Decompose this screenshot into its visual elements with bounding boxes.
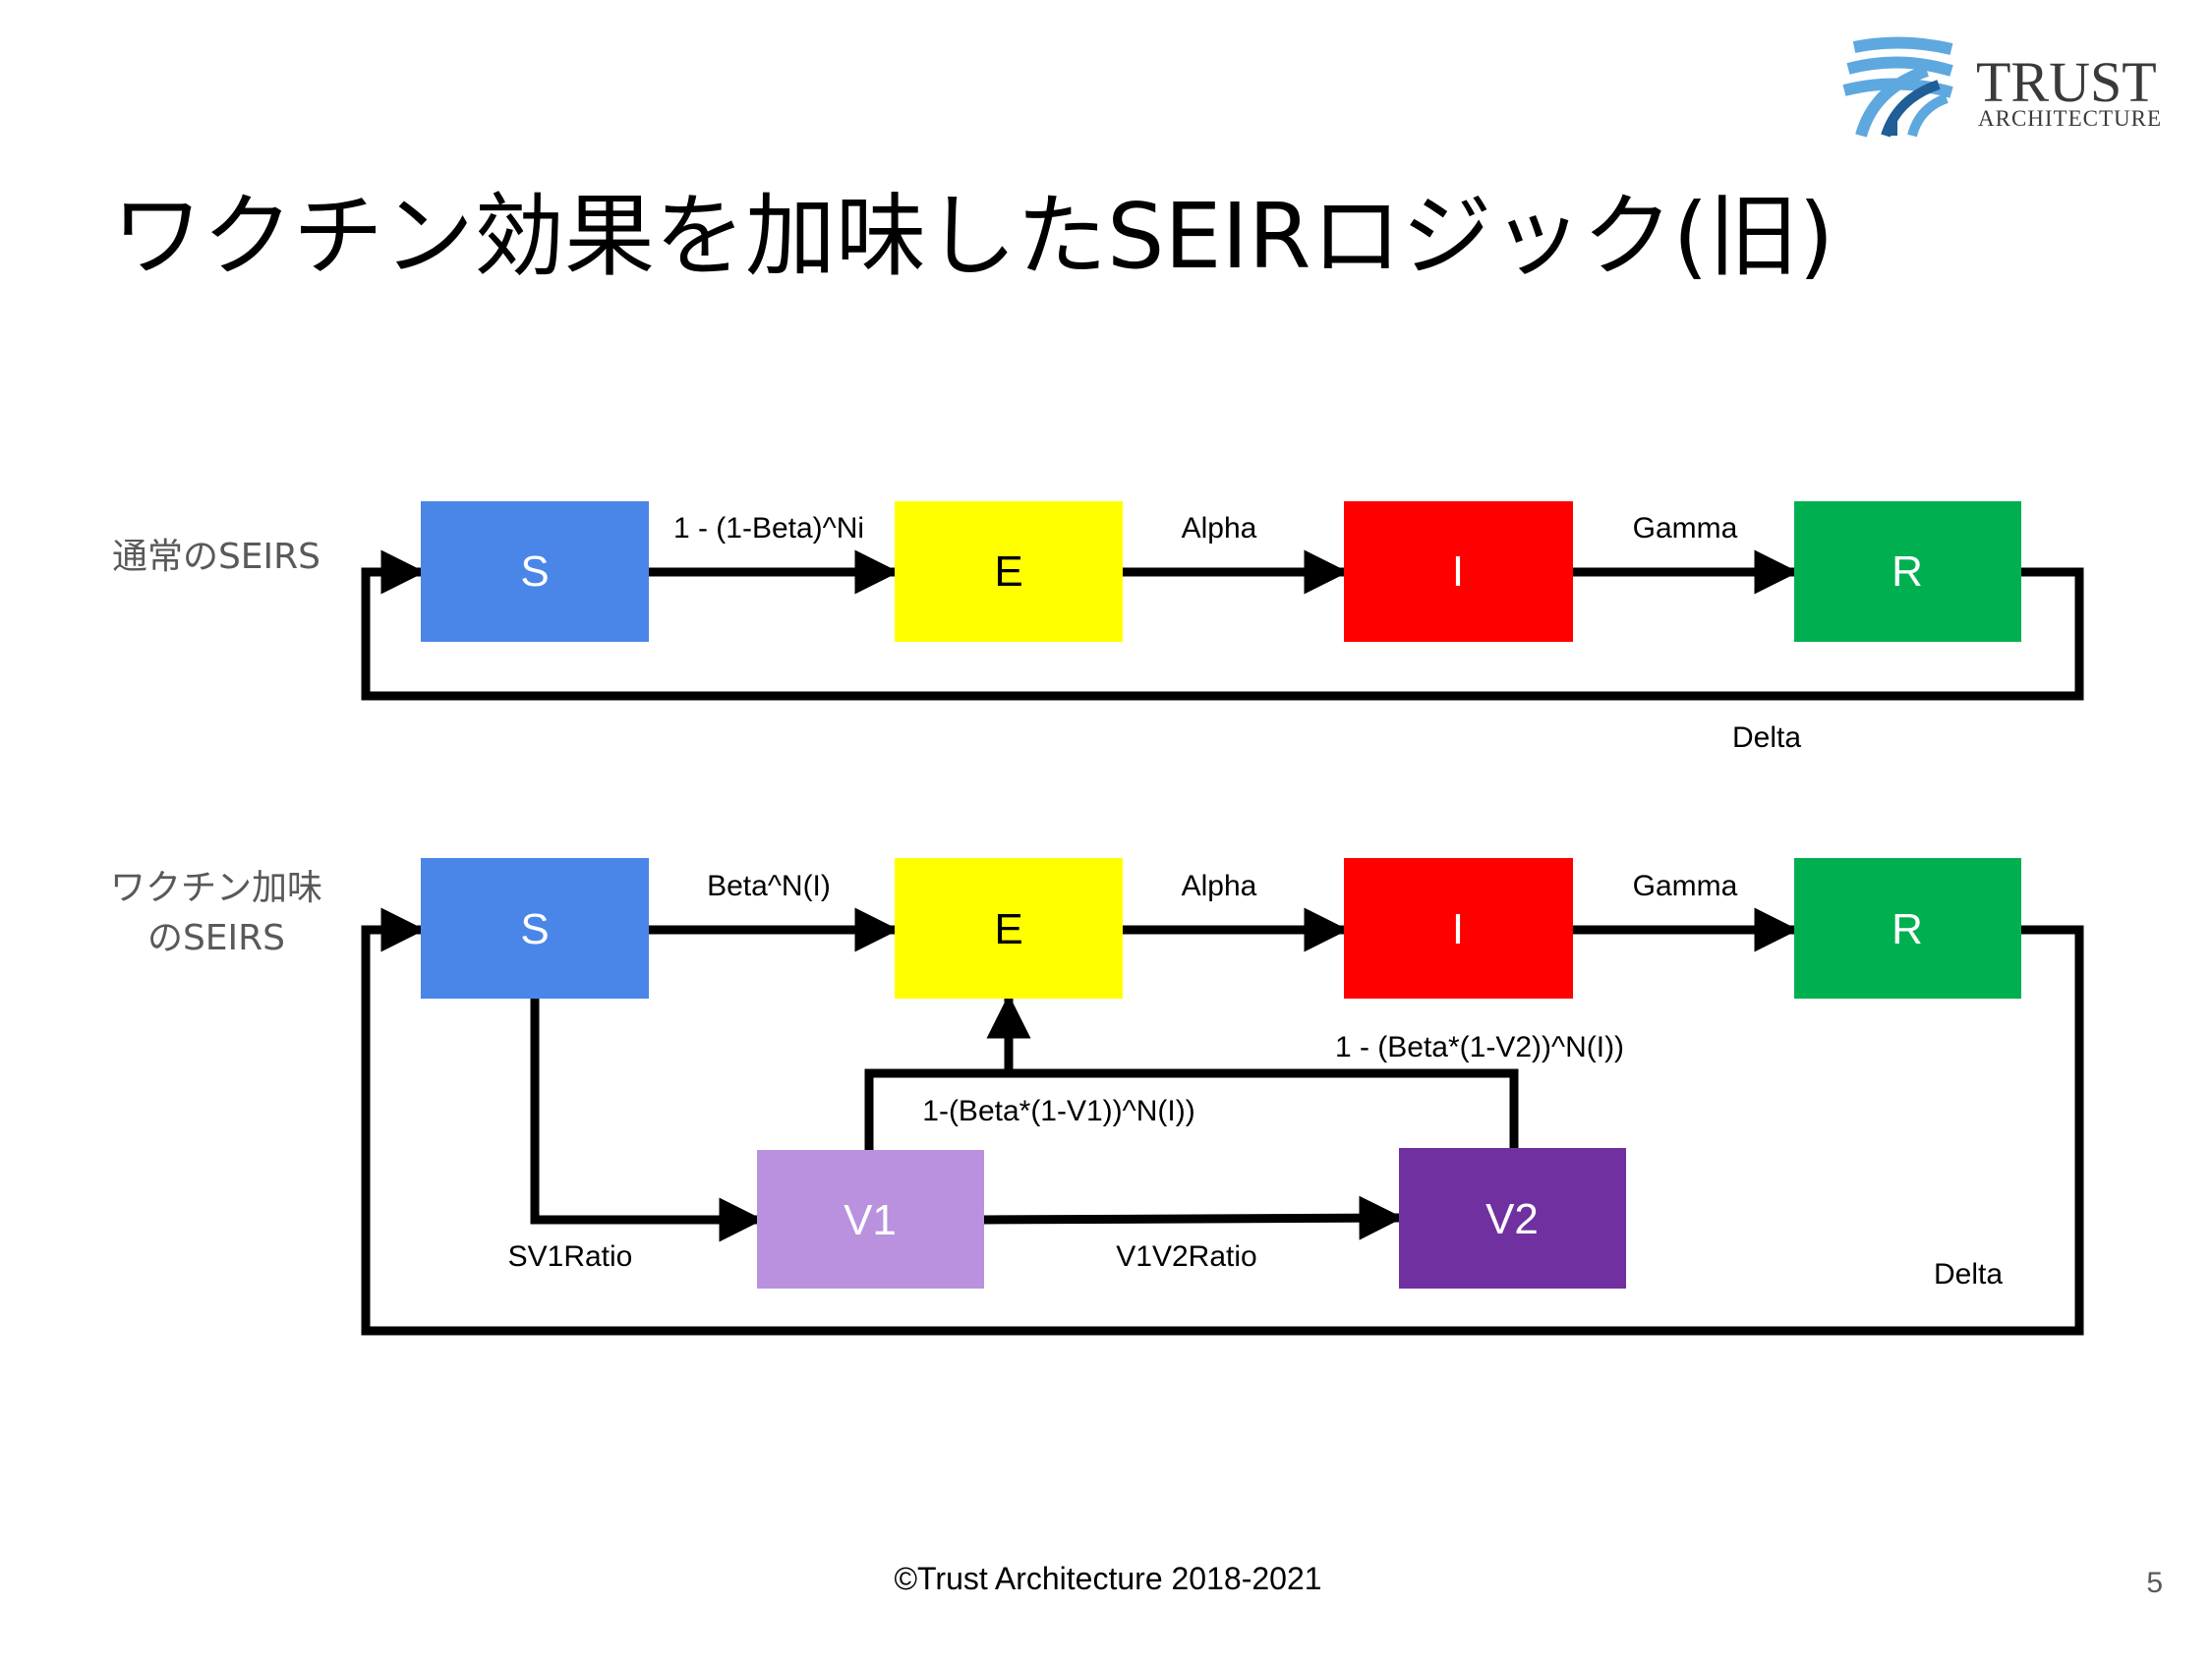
top-node-s-label: S [520, 547, 549, 596]
top-edge-label-e-i: Alpha [1182, 512, 1257, 545]
bottom-node-r-label: R [1892, 905, 1923, 953]
top-node-s: S [421, 501, 649, 642]
top-node-e: E [895, 501, 1123, 642]
bottom-node-v2-label: V2 [1485, 1195, 1539, 1243]
top-arrow-r-s-loop [361, 549, 2084, 701]
page-title: ワクチン効果を加味したSEIRロジック(旧) [112, 184, 1834, 289]
bottom-arrow-r-s-loop [361, 907, 2084, 1336]
top-edge-label-r-s: Delta [1732, 721, 1801, 754]
bottom-node-v1-label: V1 [844, 1196, 897, 1244]
bottom-diagram: ワクチン加味 のSEIRS S E I R V1 [110, 858, 2084, 1336]
top-node-e-label: E [994, 547, 1022, 596]
logo-name: TRUST [1976, 50, 2157, 114]
page-number: 5 [2146, 1567, 2163, 1599]
top-node-r: R [1794, 501, 2021, 642]
trust-architecture-logo-icon [1842, 36, 1953, 138]
logo: TRUST ARCHITECTURE [1842, 36, 2162, 138]
bottom-node-v2: V2 [1399, 1148, 1626, 1289]
bottom-edge-label-s-e: Beta^N(I) [707, 870, 831, 902]
bottom-node-i-label: I [1452, 905, 1464, 953]
bottom-node-r: R [1794, 858, 2021, 999]
bottom-node-e: E [895, 858, 1123, 999]
top-node-r-label: R [1892, 547, 1923, 596]
bottom-node-v1: V1 [757, 1150, 984, 1289]
bottom-node-s: S [421, 858, 649, 999]
bottom-node-i: I [1344, 858, 1573, 999]
top-node-i: I [1344, 501, 1573, 642]
top-diagram: 通常のSEIRS S E I R 1 - (1-Beta)^Ni Alpha G… [112, 501, 2084, 754]
bottom-arrow-s-v1 [530, 999, 764, 1242]
bottom-edge-label-v2-e: 1 - (Beta*(1-V2))^N(I)) [1335, 1031, 1624, 1063]
bottom-arrow-v1-v2-to-e [864, 1068, 1519, 1150]
bottom-row-label-line1: ワクチン加味 [110, 868, 322, 908]
bottom-edge-label-r-s: Delta [1934, 1258, 2003, 1291]
bottom-edge-label-s-v1: SV1Ratio [508, 1240, 633, 1273]
logo-subtitle: ARCHITECTURE [1978, 106, 2162, 131]
top-node-i-label: I [1452, 547, 1464, 596]
bottom-edge-label-v1-e: 1-(Beta*(1-V1))^N(I)) [922, 1095, 1194, 1127]
top-row-label: 通常のSEIRS [112, 537, 320, 577]
bottom-edge-label-i-r: Gamma [1633, 870, 1738, 902]
bottom-arrow-v1-v2 [983, 1195, 1404, 1240]
top-edge-label-i-r: Gamma [1633, 512, 1738, 545]
bottom-edge-label-e-i: Alpha [1182, 870, 1257, 902]
bottom-node-s-label: S [520, 905, 549, 953]
bottom-row-label-line2: のSEIRS [147, 918, 285, 958]
footer-copyright: ©Trust Architecture 2018-2021 [894, 1561, 1321, 1596]
top-edge-label-s-e: 1 - (1-Beta)^Ni [673, 512, 864, 545]
bottom-node-e-label: E [994, 905, 1022, 953]
bottom-edge-label-v1-v2: V1V2Ratio [1116, 1240, 1256, 1273]
